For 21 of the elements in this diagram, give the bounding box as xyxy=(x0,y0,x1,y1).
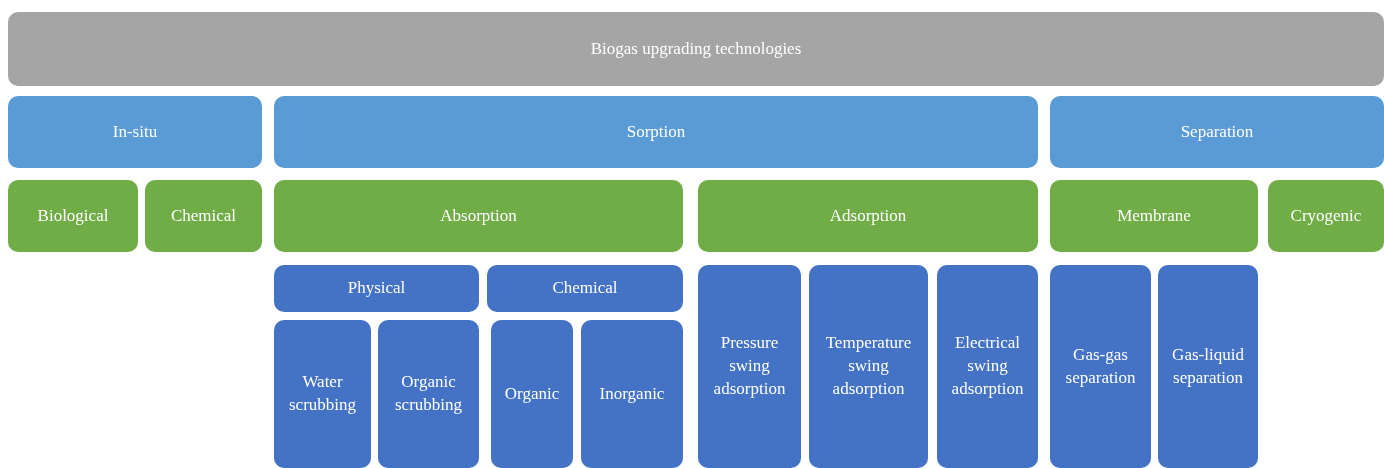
category-box: Electrical swing adsorption xyxy=(937,265,1038,468)
category-box: Organic xyxy=(491,320,573,468)
category-box: Cryogenic xyxy=(1268,180,1384,252)
category-box: Temperature swing adsorption xyxy=(809,265,928,468)
category-box: Absorption xyxy=(274,180,683,252)
category-box: In-situ xyxy=(8,96,262,168)
category-box: Membrane xyxy=(1050,180,1258,252)
category-box: Chemical xyxy=(145,180,262,252)
category-box: Chemical xyxy=(487,265,683,312)
category-box: Biological xyxy=(8,180,138,252)
category-box: Water scrubbing xyxy=(274,320,371,468)
category-box: Sorption xyxy=(274,96,1038,168)
category-box: Pressure swing adsorption xyxy=(698,265,801,468)
category-box: Organic scrubbing xyxy=(378,320,479,468)
category-box: Separation xyxy=(1050,96,1384,168)
category-box: Gas-gas separation xyxy=(1050,265,1151,468)
category-box: Inorganic xyxy=(581,320,683,468)
category-box: Biogas upgrading technologies xyxy=(8,12,1384,86)
category-box: Physical xyxy=(274,265,479,312)
category-box: Gas-liquid separation xyxy=(1158,265,1258,468)
category-box: Adsorption xyxy=(698,180,1038,252)
